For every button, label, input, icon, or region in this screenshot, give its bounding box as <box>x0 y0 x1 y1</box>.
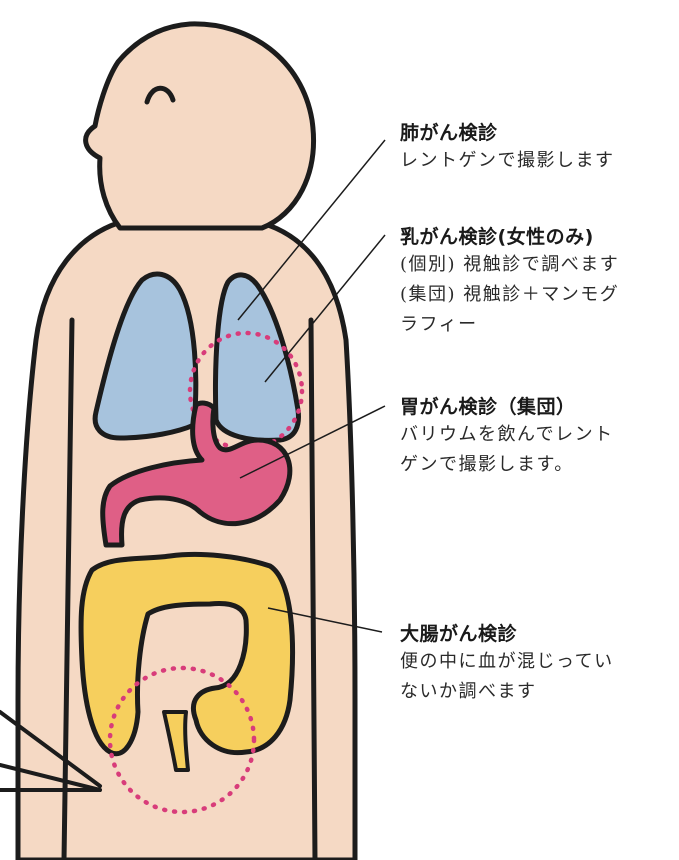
breast-exam-title: 乳がん検診(女性のみ) <box>400 224 619 250</box>
breast-exam-line-1: (個別) 視触診で調べます <box>400 250 619 280</box>
lung-exam-title: 肺がん検診 <box>400 120 615 146</box>
breast-exam-line-2: (集団) 視触診＋マンモグ <box>400 280 619 310</box>
stomach-exam-line-2: ゲンで撮影します。 <box>400 450 614 480</box>
stomach-exam-title: 胃がん検診（集団） <box>400 394 614 420</box>
lung-exam-label: 肺がん検診 レントゲンで撮影します <box>400 120 615 176</box>
colon-exam-label: 大腸がん検診 便の中に血が混じってい ないか調べます <box>400 621 614 707</box>
colon-exam-line-1: 便の中に血が混じってい <box>400 647 614 677</box>
breast-exam-line-3: ラフィー <box>400 310 619 340</box>
stomach-exam-line-1: バリウムを飲んでレント <box>400 420 614 450</box>
stomach-exam-label: 胃がん検診（集団） バリウムを飲んでレント ゲンで撮影します。 <box>400 394 614 480</box>
breast-exam-label: 乳がん検診(女性のみ) (個別) 視触診で調べます (集団) 視触診＋マンモグ … <box>400 224 619 340</box>
colon-exam-title: 大腸がん検診 <box>400 621 614 647</box>
head <box>86 24 314 228</box>
colon-exam-line-2: ないか調べます <box>400 677 614 707</box>
lung-exam-line-1: レントゲンで撮影します <box>400 146 615 176</box>
